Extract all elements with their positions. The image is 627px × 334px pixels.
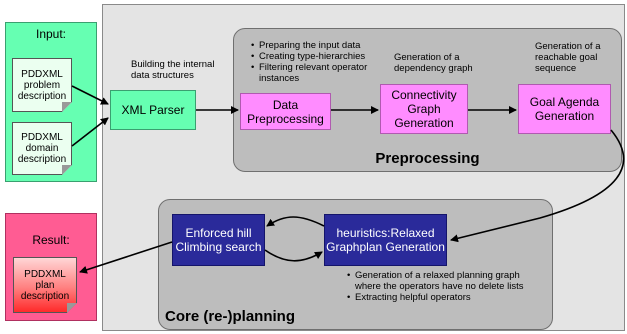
connectivity-note: Generation of a dependency graph bbox=[394, 52, 473, 74]
document-fold bbox=[67, 303, 77, 313]
document-fold bbox=[62, 165, 72, 175]
goal-agenda-note: Generation of a reachable goal sequence bbox=[535, 41, 601, 74]
hill-climbing-box: Enforced hill Climbing search bbox=[172, 214, 265, 266]
goal-agenda-box: Goal Agenda Generation bbox=[518, 84, 611, 134]
document-fold bbox=[62, 102, 72, 112]
note-item: Extracting helpful operators bbox=[347, 292, 547, 303]
note-item: Filtering relevant operator instances bbox=[251, 62, 391, 84]
relaxed-graphplan-box: heuristics:Relaxed Graphplan Generation bbox=[324, 214, 447, 266]
note-item: Preparing the input data bbox=[251, 40, 391, 51]
plan-description-document: PDDXML plan description bbox=[13, 257, 77, 313]
note-item: Creating type-hierarchies bbox=[251, 51, 391, 62]
arrow-goal-to-heuristics bbox=[450, 129, 625, 243]
data-preprocessing-box: Data Preprocessing bbox=[240, 93, 331, 130]
note-item: Generation of a relaxed planning graph w… bbox=[347, 270, 547, 292]
connectivity-graph-box: Connectivity Graph Generation bbox=[380, 84, 468, 134]
preprocessing-title: Preprocessing bbox=[375, 150, 480, 167]
data-preprocessing-notes: Preparing the input data Creating type-h… bbox=[251, 40, 391, 84]
arrow-problem-to-parser bbox=[71, 85, 109, 105]
core-planning-notes: Generation of a relaxed planning graph w… bbox=[347, 270, 547, 303]
xml-parser-box: XML Parser bbox=[110, 90, 196, 130]
xml-parser-note: Building the internal data structures bbox=[131, 59, 215, 81]
arrow-heuristics-to-hill bbox=[266, 216, 325, 227]
input-title: Input: bbox=[35, 27, 67, 41]
core-planning-title: Core (re-)planning bbox=[165, 308, 295, 325]
result-title: Result: bbox=[32, 233, 70, 247]
arrow-hill-to-result bbox=[79, 241, 173, 274]
arrow-domain-to-parser bbox=[71, 117, 109, 147]
arrow-hill-to-heuristics bbox=[264, 249, 323, 262]
